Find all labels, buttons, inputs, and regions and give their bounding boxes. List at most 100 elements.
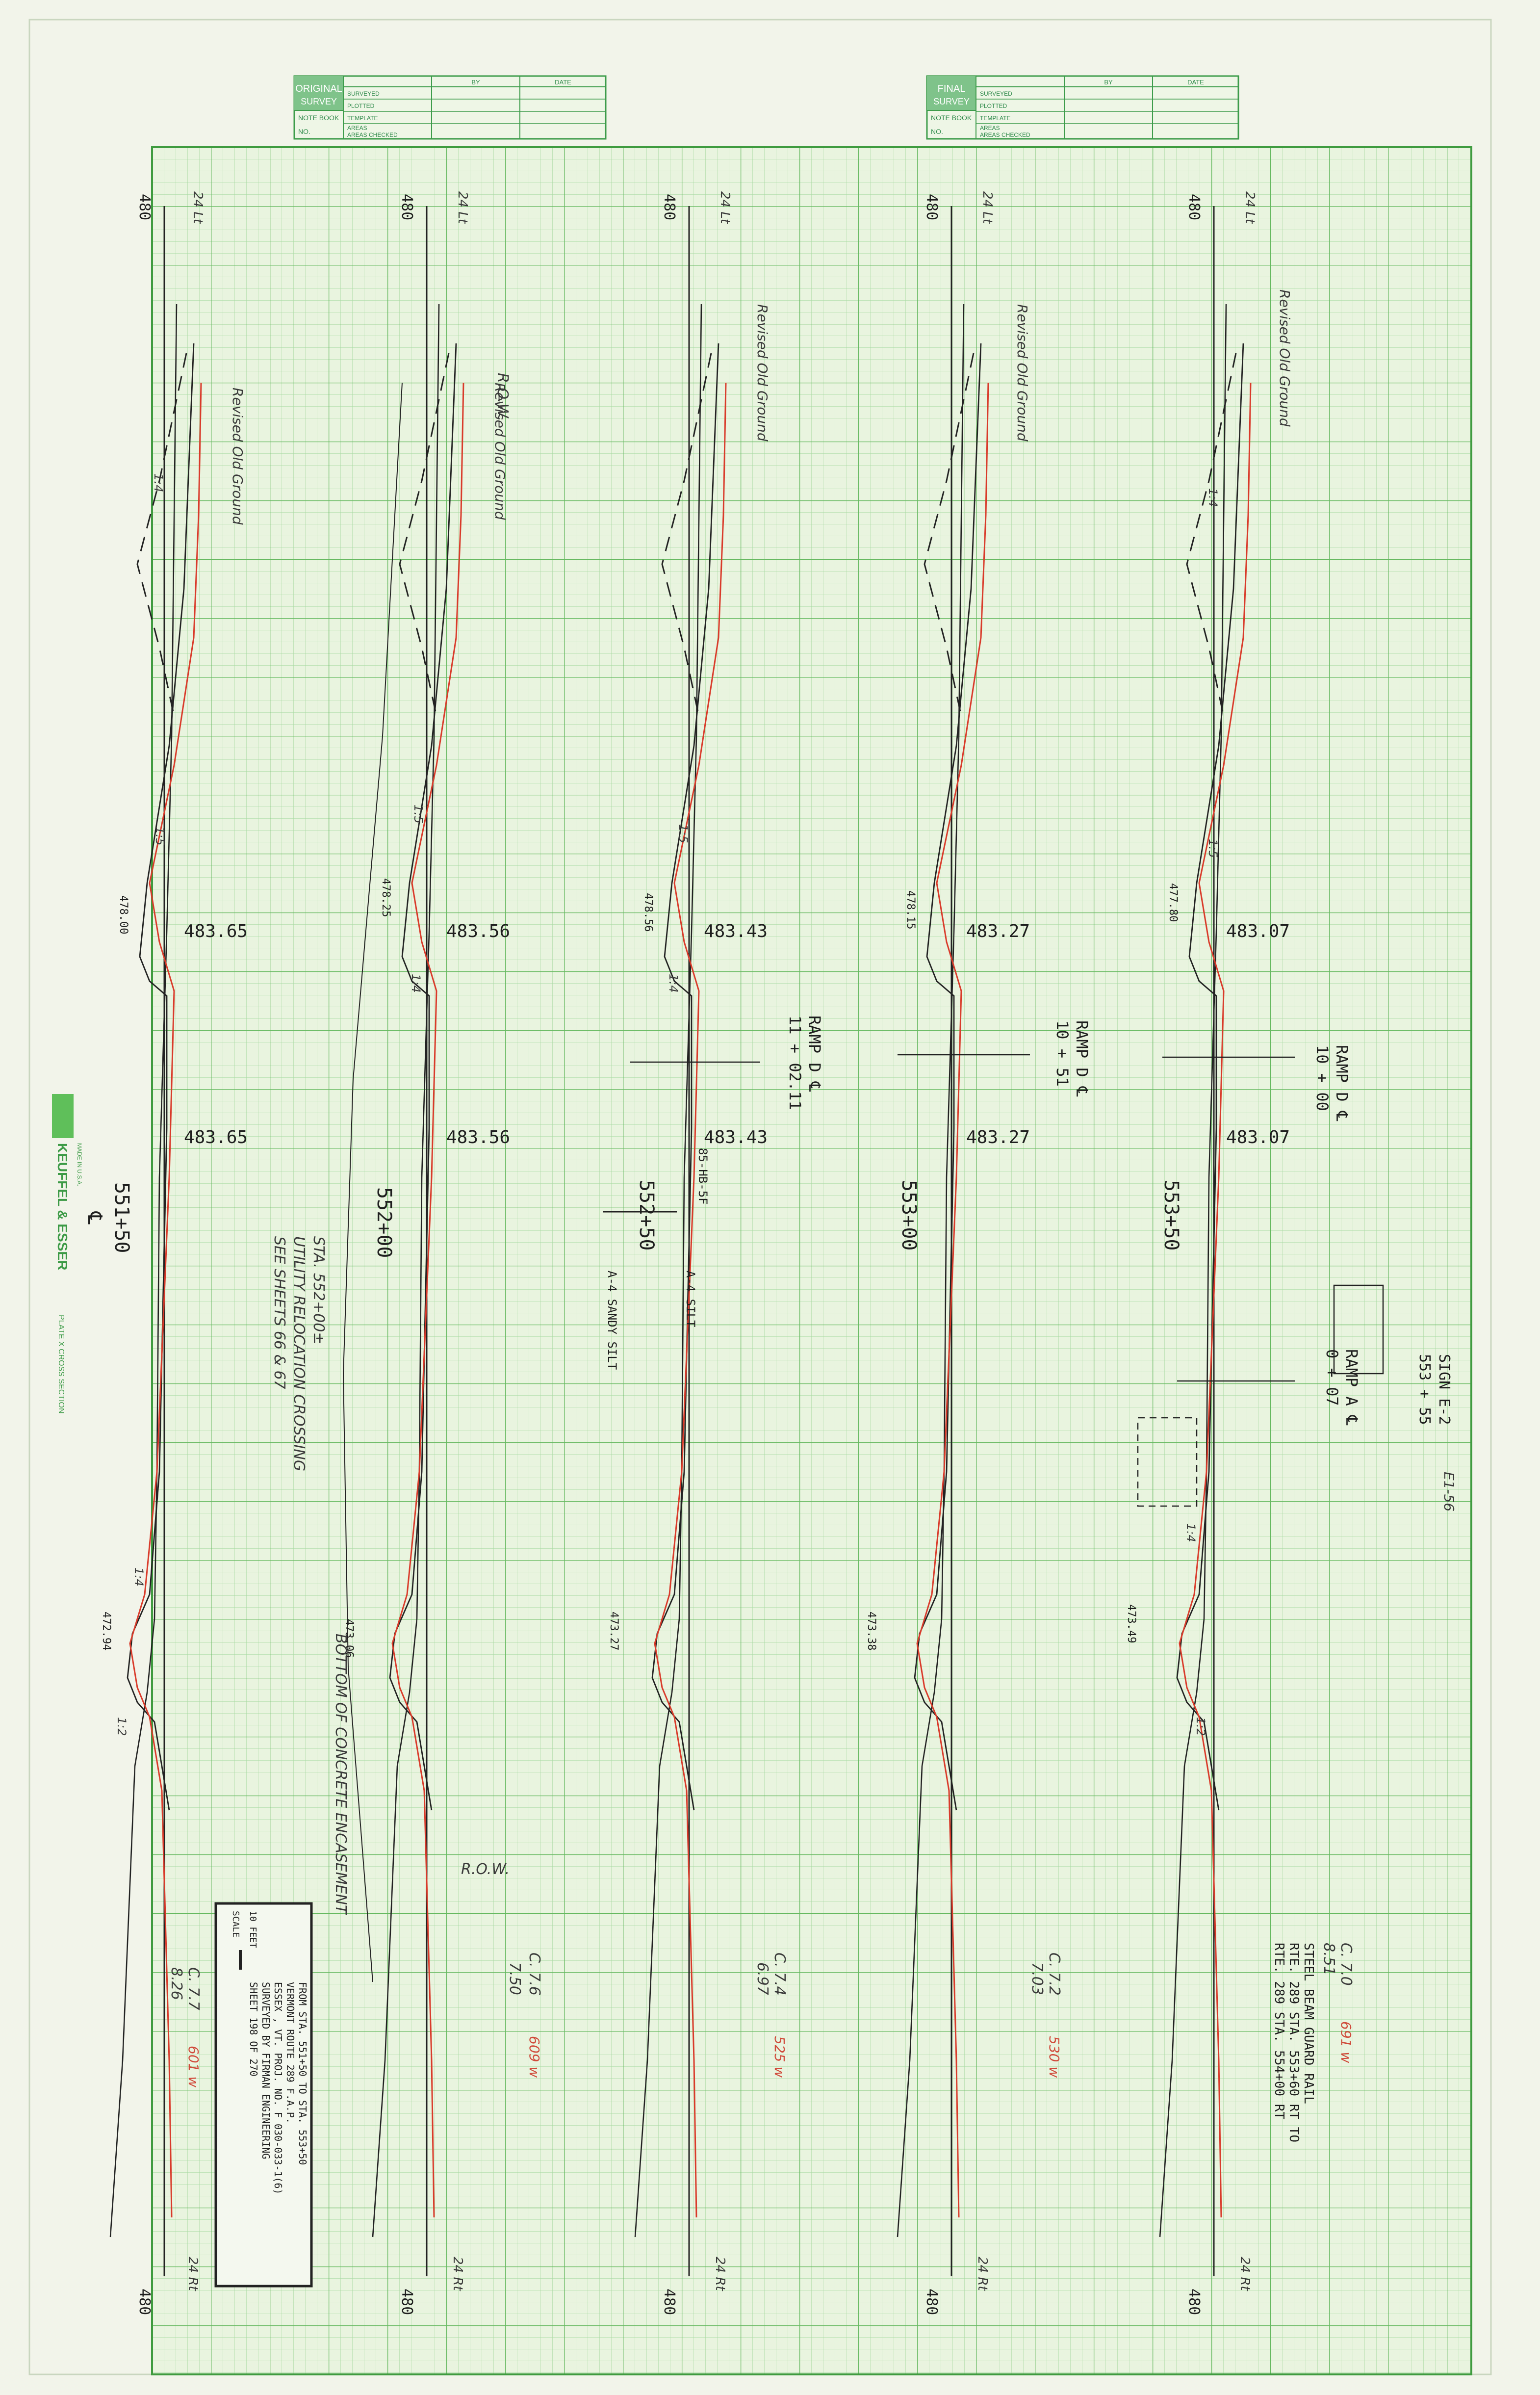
ground-note: Revised Old Ground (492, 383, 508, 520)
revised-ground-line (129, 382, 202, 2218)
cross-section-profiles (109, 206, 1384, 2276)
elev-top: 483.43 (704, 921, 768, 941)
final-col-by: BY (1104, 78, 1113, 86)
offset-top: 24 Lt (980, 191, 995, 224)
section-551-50: 480 480 24 Lt 24 Rt 551+50 ℄ 483.65 483.… (83, 191, 248, 2315)
area-red: 691 w (1338, 2021, 1354, 2063)
ground-note: Revised Old Ground (754, 304, 770, 442)
offset-top: 24 Lt (455, 191, 470, 224)
area-value: 7.03 (1028, 1962, 1046, 1995)
final-row-2: TEMPLATE (980, 115, 1010, 122)
left-elev: 478.56 (642, 893, 654, 932)
revised-ground-line (1179, 382, 1252, 2218)
station-label: 553+00 (898, 1180, 920, 1251)
axis-bottom-label: 480 (398, 2289, 415, 2315)
ramp-d-station-2: 10 + 51 (1053, 1020, 1072, 1087)
left-elev: 477.80 (1167, 883, 1179, 922)
original-title-1: ORIGINAL (295, 83, 342, 94)
slope-d: 1:2 (115, 1717, 128, 1736)
sheet-info-line-1: FROM STA. 551+50 TO STA. 553+50 (297, 1982, 308, 2165)
old-ground-dashed-line (661, 353, 712, 717)
axis-bottom-label: 480 (136, 2289, 153, 2315)
boring-label: 85-HB-5F (696, 1148, 710, 1205)
utility-line-2: UTILITY RELOCATION CROSSING (290, 1236, 308, 1471)
right-elev: 473.38 (865, 1612, 877, 1650)
concrete-note: BOTTOM OF CONCRETE ENCASEMENT (332, 1634, 349, 1915)
sign-station: 553 + 55 (1416, 1354, 1433, 1425)
area-red: 609 w (526, 2036, 542, 2078)
elev-top: 483.07 (1226, 921, 1290, 941)
section-552-00: 480 480 24 Lt 24 Rt 552+00 483.56 483.56… (343, 191, 543, 2315)
original-row-2: TEMPLATE (347, 115, 378, 122)
left-elev: 478.15 (904, 890, 917, 929)
existing-ground-line (634, 304, 702, 2238)
existing-ground-line (1159, 304, 1227, 2238)
sheet-info-line-4: SURVEYED BY FIRMAN ENGINEERING (260, 1982, 272, 2159)
axis-bottom-label: 480 (923, 2289, 940, 2315)
right-elev: 473.06 (343, 1619, 355, 1658)
offset-bottom: 24 Rt (185, 2257, 200, 2291)
axis-top-label: 480 (136, 194, 153, 220)
sheet-info-line-2: VERMONT ROUTE 289 F.A.P. (284, 1982, 296, 2124)
axis-top-label: 480 (661, 194, 678, 220)
brand-product: PLATE X CROSS SECTION (57, 1315, 65, 1414)
area-value: 8.26 (168, 1967, 185, 2000)
sign-outline (1333, 1284, 1384, 1375)
ramp-d-label-2: RAMP D ℄ (1073, 1020, 1091, 1097)
elev-bottom: 483.07 (1226, 1127, 1290, 1147)
original-row-3: AREAS (347, 125, 367, 131)
slope-a: 1:4 (1206, 488, 1220, 507)
slope-d: 1:2 (1194, 1717, 1207, 1736)
scale-value: 10 FEET (248, 1911, 258, 1948)
slope-b: 1:4 (667, 974, 680, 993)
left-elev: 478.25 (380, 878, 392, 917)
slope-b: 1:4 (409, 974, 423, 993)
soil-silt: A-4 SILT (684, 1271, 697, 1328)
utility-line-3: SEE SHEETS 66 & 67 (271, 1236, 288, 1389)
original-col-by: BY (471, 78, 480, 86)
section-553-00: 480 480 24 Lt 24 Rt 553+00 483.27 483.27… (865, 191, 1063, 2315)
guard-rail-outline (1137, 1417, 1198, 1507)
elev-bottom: 483.56 (446, 1127, 510, 1147)
station-label: 552+50 (635, 1180, 658, 1251)
original-title-2: SURVEY (301, 97, 337, 106)
slope-a: 1:4 (152, 473, 165, 493)
station-label: 551+50 (110, 1182, 133, 1253)
area-red: 530 w (1046, 2036, 1062, 2078)
section-553-50: 480 480 24 Lt 24 Rt 553+50 483.07 483.07… (1125, 191, 1355, 2315)
axis-top-label: 480 (398, 194, 415, 220)
area-cut: C. 7.6 (526, 1952, 543, 1996)
elev-top: 483.27 (966, 921, 1030, 941)
offset-bottom: 24 Rt (975, 2257, 990, 2291)
old-ground-dashed-line (399, 353, 450, 717)
sign-label: SIGN E-2 (1436, 1354, 1453, 1425)
elev-bottom: 483.27 (966, 1127, 1030, 1147)
axis-bottom-label: 480 (661, 2289, 678, 2315)
original-row-0: SURVEYED (347, 90, 380, 97)
original-no: NO. (298, 128, 310, 135)
elev-bottom: 483.43 (704, 1127, 768, 1147)
sheet-info-box: FROM STA. 551+50 TO STA. 553+50 VERMONT … (214, 1902, 313, 2288)
original-row-1: PLOTTED (347, 103, 375, 109)
original-col-date: DATE (555, 78, 571, 86)
offset-bottom: 24 Rt (1237, 2257, 1252, 2291)
elev-top: 483.65 (184, 921, 248, 941)
ground-note: Revised Old Ground (1014, 304, 1030, 442)
station-label: 553+50 (1160, 1180, 1182, 1251)
proposed-template-line (389, 343, 457, 1811)
guard-rail-line-1: STEEL BEAM GUARD RAIL (1301, 1943, 1316, 2104)
existing-ground-line (897, 304, 965, 2238)
original-row-4: AREAS CHECKED (347, 131, 398, 138)
ramp-d-label-1: RAMP D ℄ (805, 1015, 824, 1092)
guard-rail-line-3: RTE. 289 STA. 554+00 RT (1272, 1943, 1286, 2119)
row-label-2: R.O.W. (461, 1861, 510, 1878)
revised-ground-line (391, 382, 464, 2218)
area-red: 525 w (771, 2036, 788, 2078)
final-title-2: SURVEY (933, 97, 970, 106)
axis-top-label: 480 (1185, 194, 1203, 220)
slope-a: 1:5 (411, 805, 425, 824)
scale-label: SCALE (231, 1911, 241, 1937)
final-col-date: DATE (1187, 78, 1204, 86)
ramp-a-station: 0 + 07 (1323, 1349, 1341, 1406)
slope-c: 1:4 (132, 1567, 146, 1587)
